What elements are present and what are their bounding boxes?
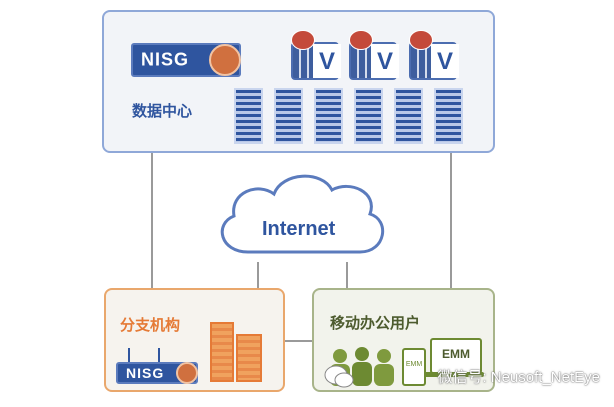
building-icon	[210, 322, 234, 382]
virtual-firewall-2: V	[349, 30, 399, 80]
server-rack-icon	[434, 88, 463, 144]
internet-cloud-icon	[220, 174, 385, 254]
connector-right	[450, 152, 452, 289]
internet-label: Internet	[262, 218, 336, 240]
laptop-base	[424, 372, 484, 377]
firewall-badge-icon	[291, 30, 315, 50]
emm-laptop: EMM	[430, 338, 482, 374]
server-rack-icon	[394, 88, 423, 144]
server-rack-icon	[314, 88, 343, 144]
antenna-icon	[158, 348, 160, 362]
vfw-label: V	[371, 44, 399, 78]
virtual-firewall-1: V	[291, 30, 341, 80]
connector-cloud-bottom-2	[346, 262, 348, 289]
phone-device: EMM	[402, 348, 426, 386]
connector-left	[151, 152, 153, 289]
virtual-firewall-3: V	[409, 30, 459, 80]
building-icon	[236, 334, 262, 382]
branch-nisg-seal-icon	[176, 362, 198, 384]
vfw-label: V	[431, 44, 459, 78]
emm-label: EMM	[442, 347, 470, 361]
vfw-label: V	[313, 44, 341, 78]
antenna-icon	[128, 348, 130, 362]
branch-nisg-label: NISG	[126, 365, 165, 381]
datacenter-panel: NISG V V V 数据中心	[102, 10, 495, 153]
connector-cloud-bottom	[257, 262, 259, 289]
wechat-logo-icon	[324, 365, 354, 388]
datacenter-nisg-label: NISG	[141, 49, 190, 70]
branch-label: 分支机构	[120, 317, 181, 334]
phone-emm-label: EMM	[405, 361, 423, 368]
watermark-text: 微信号: Neusoft_NetEye	[437, 369, 600, 386]
firewall-badge-icon	[349, 30, 373, 50]
server-rack-icon	[234, 88, 263, 144]
mobile-users-label: 移动办公用户	[330, 315, 421, 332]
server-rack-icon	[354, 88, 383, 144]
connector-branch-mobile	[285, 340, 312, 342]
branch-panel: 分支机构 NISG	[104, 288, 285, 392]
datacenter-nisg-seal-icon	[209, 44, 241, 76]
firewall-badge-icon	[409, 30, 433, 50]
datacenter-label: 数据中心	[132, 103, 193, 120]
server-rack-icon	[274, 88, 303, 144]
